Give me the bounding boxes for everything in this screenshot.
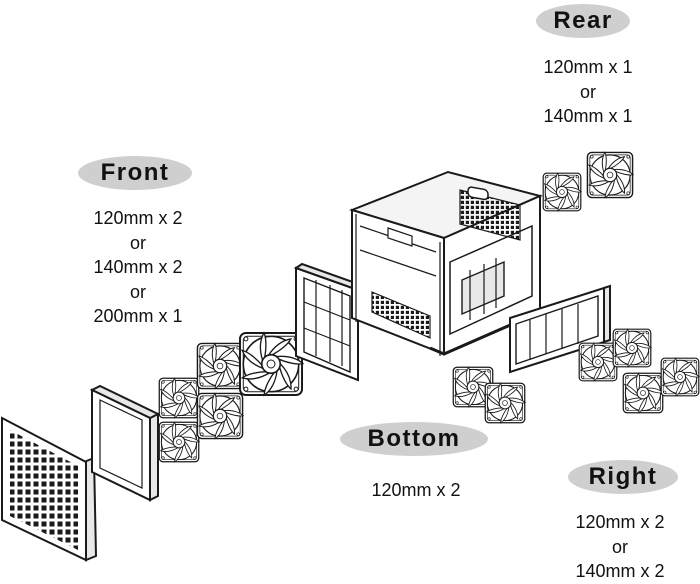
front-title: Front [78,156,192,190]
right-fan-bracket [509,284,611,374]
rear-fan-140 [586,151,634,199]
right-title: Right [568,460,678,494]
right-spec-line-1: 120mm x 2 [575,512,665,532]
right-fan-120-2 [612,328,652,368]
front-fan-bracket [293,262,367,382]
front-spec-line-5: 200mm x 1 [93,306,183,326]
right-fan-120-1 [578,342,618,382]
front-spec-line-3: 140mm x 2 [93,257,183,277]
rear-spec-line-2: or [579,81,596,102]
front-spec: 120mm x 2 or 140mm x 2 or 200mm x 1 [70,206,206,329]
bottom-spec-line-1: 120mm x 2 [371,480,461,500]
rear-spec-line-1: 120mm x 1 [543,57,633,77]
front-spec-line-1: 120mm x 2 [93,208,183,228]
rear-title: Rear [536,4,630,38]
bottom-title: Bottom [340,422,488,456]
chassis [348,170,544,356]
front-fan-140-top [196,342,244,390]
front-spec-line-4: or [129,281,146,302]
right-fan-140-2 [660,357,700,397]
front-fan-120-left-top [158,377,200,419]
front-fan-140-bottom [196,392,244,440]
right-spec-line-3: 140mm x 2 [575,561,665,581]
front-fan-200 [238,331,304,397]
rear-spec-line-3: 140mm x 1 [543,106,633,126]
right-spec-line-2: or [611,536,628,557]
right-fan-140-1 [622,372,664,414]
rear-spec: 120mm x 1 or 140mm x 1 [520,55,656,129]
right-spec: 120mm x 2 or 140mm x 2 [552,510,688,584]
rear-fan-120 [542,172,582,212]
front-fan-120-left-bottom [158,421,200,463]
bottom-spec: 120mm x 2 [348,478,484,503]
front-filter [89,384,161,502]
front-spec-line-2: or [129,232,146,253]
front-panel [1,416,98,562]
bottom-fan-2 [484,382,527,424]
